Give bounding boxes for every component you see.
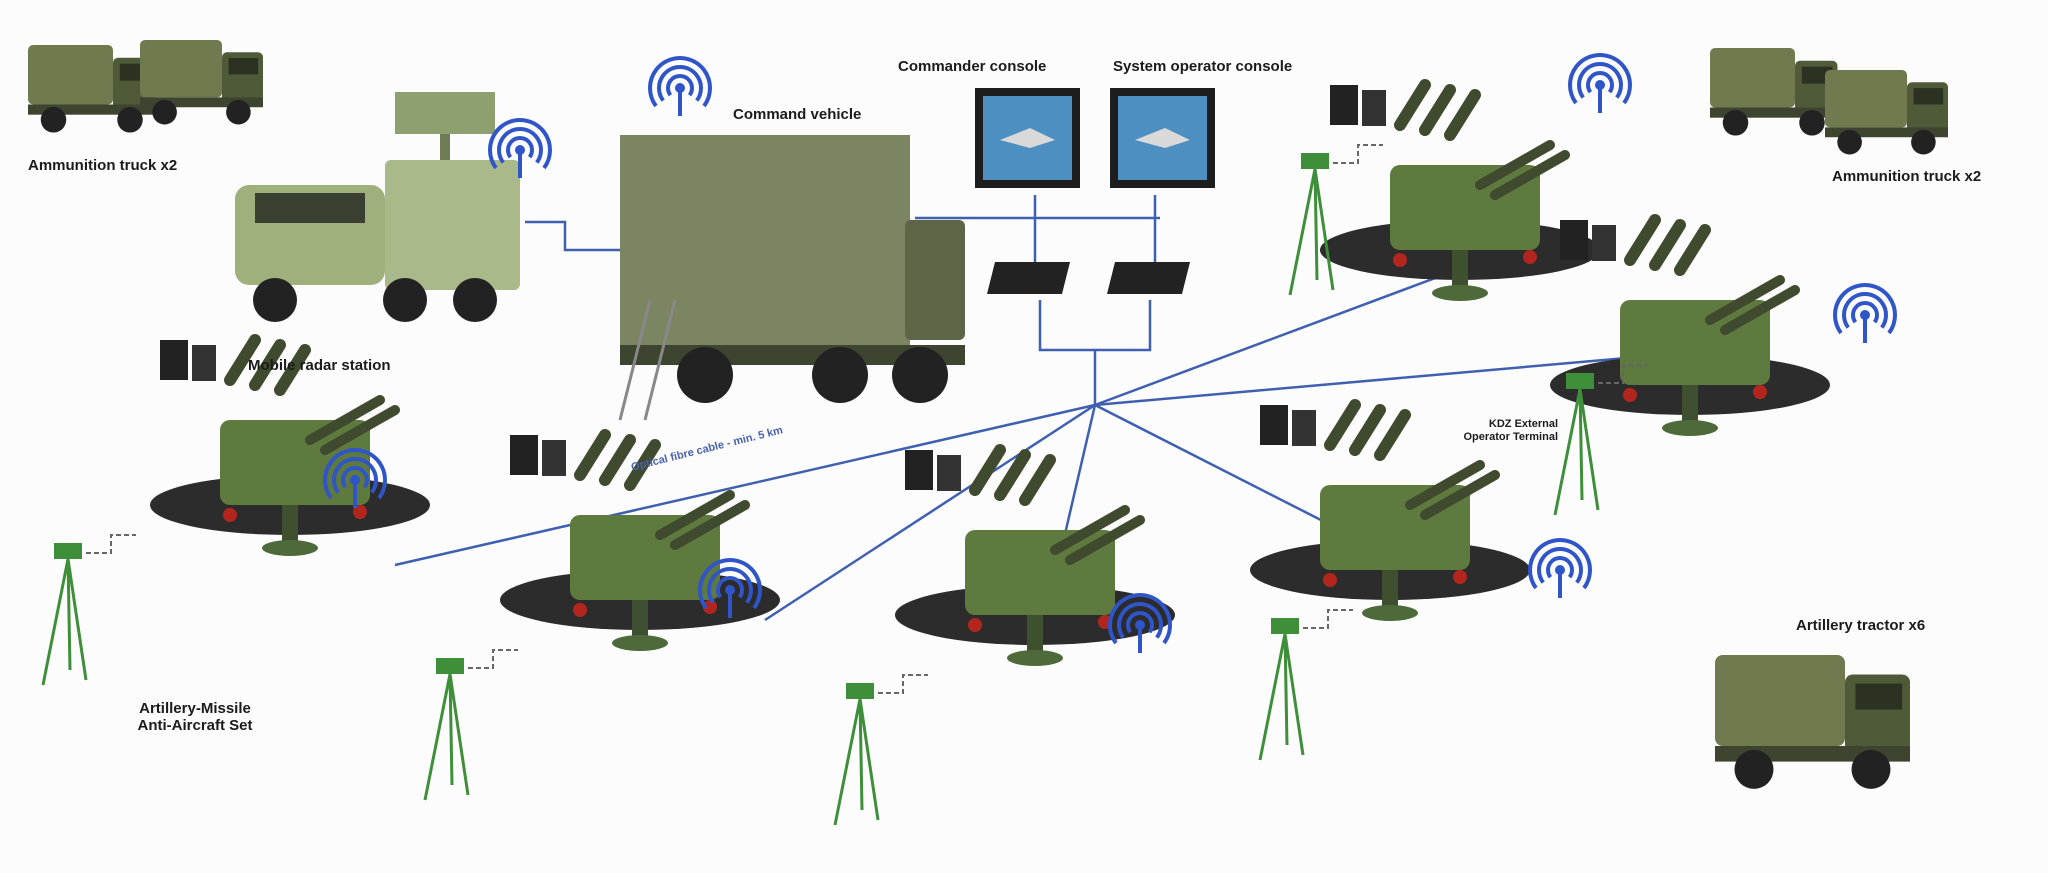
fibre-bottom-left: [764, 403, 1096, 622]
network-switch-icon: [1107, 262, 1190, 294]
aa-set-icon: [1320, 79, 1600, 301]
wifi-signal-icon: [1528, 538, 1592, 598]
ammunition-truck-icon: [1825, 70, 1948, 155]
operator-terminal-icon: [1258, 609, 1353, 761]
aa-set-icon: [895, 444, 1175, 666]
operator-terminal-icon: [833, 674, 928, 826]
wifi-signal-icon: [648, 56, 712, 116]
artillery-tractor-icon: [1715, 655, 1910, 789]
kdz-terminal-label: KDZ External Operator Terminal: [1448, 418, 1558, 444]
commander-console-label: Commander console: [898, 58, 1047, 75]
wifi-signal-icon: [323, 448, 387, 508]
aa-set-icon: [1550, 214, 1830, 436]
ammunition-truck-icon: [140, 40, 263, 125]
operator-terminal-icon: [423, 649, 518, 801]
mobile-radar-vehicle-icon: [235, 92, 520, 322]
ammunition-truck-icon: [1710, 48, 1838, 136]
radar-label: Mobile radar station: [248, 357, 391, 374]
fibre-left: [394, 403, 1096, 567]
wifi-signal-icon: [698, 558, 762, 618]
switch-join: [1038, 300, 1152, 352]
operator-console-icon: [1110, 88, 1215, 188]
command-vehicle-icon: [618, 135, 965, 421]
operator-terminal-icon: [1288, 144, 1383, 296]
wifi-signal-icon: [488, 118, 552, 178]
aa-set-label-line2: Anti-Aircraft Set: [137, 717, 253, 734]
wifi-signal-icon: [1833, 283, 1897, 343]
aa-set-icon: [1250, 399, 1530, 621]
network-switch-icon: [987, 262, 1070, 294]
ammo-truck-left-label: Ammunition truck x2: [28, 157, 178, 174]
commander-console-icon: [975, 88, 1080, 188]
tractor-label: Artillery tractor x6: [1796, 617, 1926, 634]
fibre-right: [1094, 353, 1661, 407]
aa-set-label-line1: Artillery-Missile: [139, 700, 251, 717]
operator-terminal-icon: [1553, 364, 1648, 516]
operator-terminal-icon: [41, 534, 136, 686]
ammo-truck-right-label: Ammunition truck x2: [1832, 168, 1982, 185]
command-vehicle-label: Command vehicle: [733, 106, 862, 123]
fibre-top-right: [1094, 263, 1471, 407]
radio-icons: [323, 53, 1897, 653]
kdz-label-line2: Operator Terminal: [1463, 431, 1558, 443]
aa-set-label: Artillery-Missile Anti-Aircraft Set: [110, 700, 280, 734]
kdz-label-line1: KDZ External: [1488, 418, 1558, 430]
vehicles: [28, 40, 1948, 789]
ammunition-truck-icon: [28, 45, 156, 133]
operator-console-label: System operator console: [1113, 58, 1293, 75]
radar-link: [525, 220, 620, 252]
operator-terminals: [41, 144, 1648, 826]
wifi-signal-icon: [1568, 53, 1632, 113]
wifi-signal-icon: [1108, 593, 1172, 653]
